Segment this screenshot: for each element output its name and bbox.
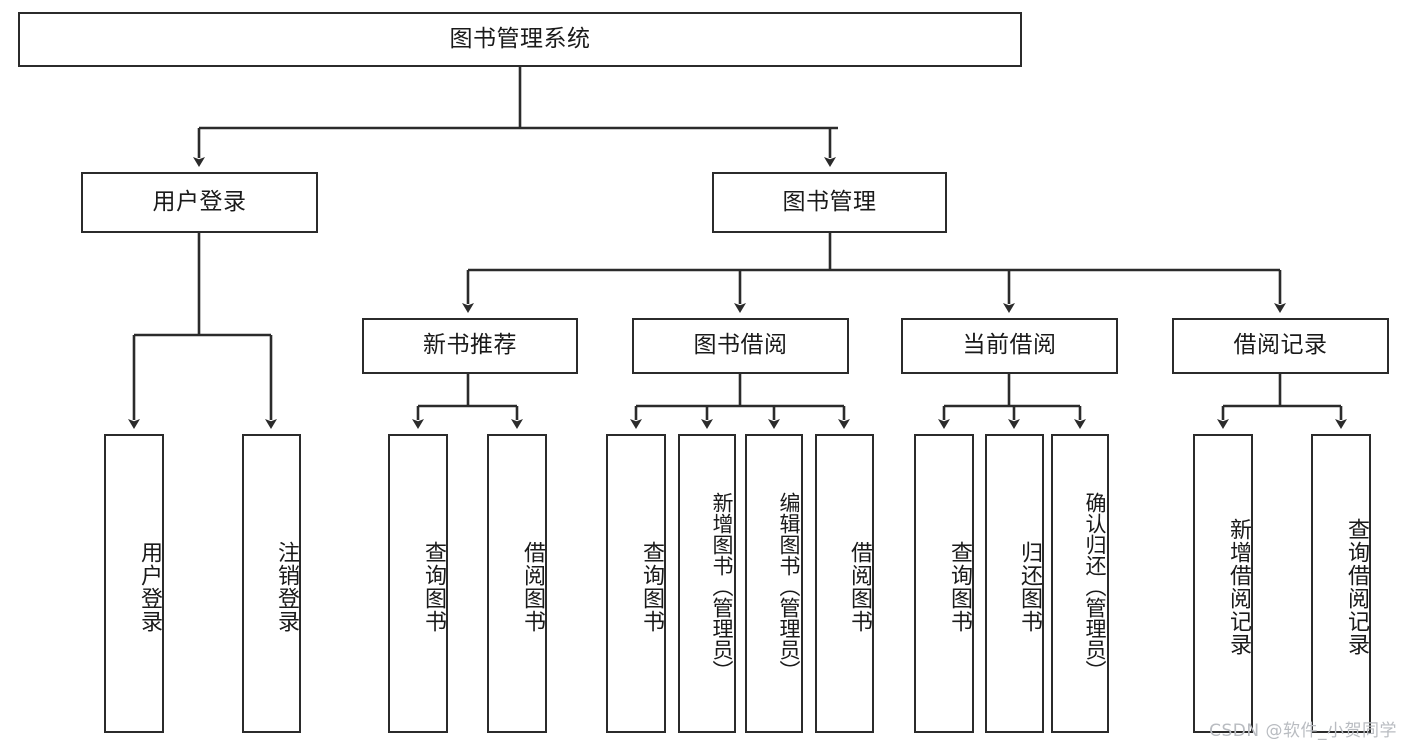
- node-book-management[interactable]: 图书管理: [712, 172, 947, 233]
- leaf-query-book-borrow[interactable]: 查询图书: [606, 434, 666, 733]
- leaf-confirm-return[interactable]: 确认归还（管理员）: [1051, 434, 1109, 733]
- leaf-query-book-current[interactable]: 查询图书: [914, 434, 974, 733]
- leaf-user-login[interactable]: 用户登录: [104, 434, 164, 733]
- leaf-add-borrow-record[interactable]: 新增借阅记录: [1193, 434, 1253, 733]
- leaf-add-book[interactable]: 新增图书（管理员）: [678, 434, 736, 733]
- leaf-edit-book[interactable]: 编辑图书（管理员）: [745, 434, 803, 733]
- node-new-book-recommend[interactable]: 新书推荐: [362, 318, 578, 374]
- leaf-query-book-recommend[interactable]: 查询图书: [388, 434, 448, 733]
- node-root[interactable]: 图书管理系统: [18, 12, 1022, 67]
- leaf-query-borrow-record[interactable]: 查询借阅记录: [1311, 434, 1371, 733]
- leaf-return-book[interactable]: 归还图书: [985, 434, 1044, 733]
- csdn-watermark: CSDN @软件_小贺同学: [1209, 721, 1397, 741]
- node-borrow-records[interactable]: 借阅记录: [1172, 318, 1389, 374]
- leaf-borrow-book[interactable]: 借阅图书: [815, 434, 874, 733]
- node-book-borrow[interactable]: 图书借阅: [632, 318, 849, 374]
- leaf-borrow-book-recommend[interactable]: 借阅图书: [487, 434, 547, 733]
- leaf-user-logout[interactable]: 注销登录: [242, 434, 301, 733]
- node-current-borrow[interactable]: 当前借阅: [901, 318, 1118, 374]
- node-user-login[interactable]: 用户登录: [81, 172, 318, 233]
